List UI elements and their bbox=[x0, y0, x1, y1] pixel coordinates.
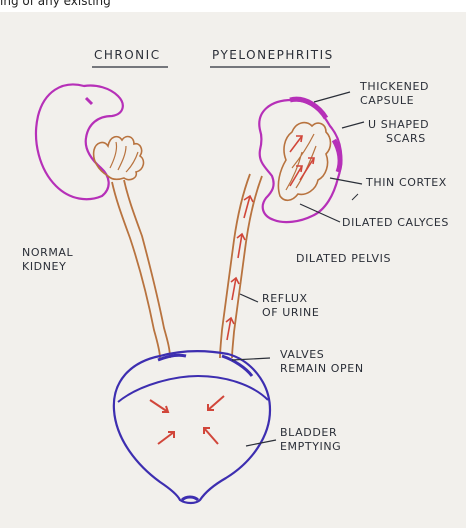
title-right: PYELONEPHRITIS bbox=[212, 48, 334, 62]
urinary-bladder bbox=[114, 351, 270, 503]
bladder-inner-wall bbox=[118, 376, 268, 402]
left-ureter-outer bbox=[112, 182, 160, 358]
u-shaped-scar bbox=[334, 140, 340, 172]
leader-scars bbox=[342, 122, 364, 128]
emptying-arrow bbox=[150, 400, 168, 412]
emptying-arrow bbox=[204, 428, 218, 444]
right-ureter-inner bbox=[232, 176, 262, 358]
bladder-outline bbox=[114, 351, 270, 503]
leader-cortex bbox=[330, 178, 362, 184]
normal-kidney bbox=[36, 84, 143, 199]
bladder-neck bbox=[182, 497, 198, 500]
emptying-arrow bbox=[158, 432, 174, 444]
emptying-arrow bbox=[208, 396, 224, 410]
normal-kidney-mark bbox=[86, 98, 92, 104]
label-reflux-of-urine: REFLUX OF URINE bbox=[262, 292, 319, 320]
thickened-capsule-stroke bbox=[290, 99, 326, 118]
title-left: CHRONIC bbox=[94, 48, 161, 62]
left-ureter-inner bbox=[124, 180, 170, 358]
leader-reflux bbox=[240, 294, 258, 302]
leader-capsule bbox=[314, 92, 350, 102]
label-dilated-calyces: DILATED CALYCES bbox=[342, 216, 449, 230]
label-u-shaped-scars: U SHAPED SCARS bbox=[368, 118, 429, 146]
label-valves-remain-open: VALVES REMAIN OPEN bbox=[280, 348, 364, 376]
label-thickened-capsule: THICKENED CAPSULE bbox=[360, 80, 429, 108]
label-normal-kidney: NORMAL KIDNEY bbox=[22, 246, 73, 274]
label-bladder-emptying: BLADDER EMPTYING bbox=[280, 426, 341, 454]
label-dilated-pelvis: DILATED PELVIS bbox=[296, 252, 391, 266]
label-thin-cortex: THIN CORTEX bbox=[366, 176, 447, 190]
